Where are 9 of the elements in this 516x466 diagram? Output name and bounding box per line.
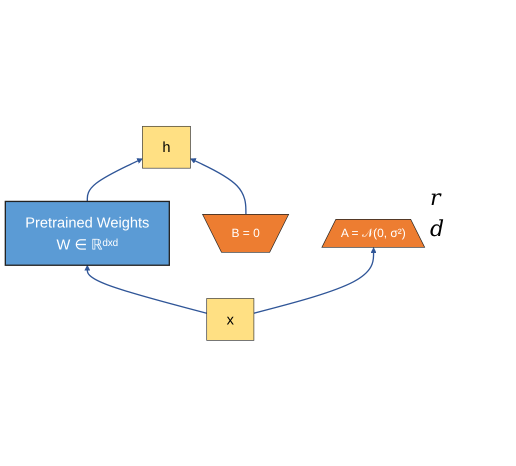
dimension-label: r bbox=[430, 186, 442, 211]
node-box: Pretrained Weights W ∈ ℝᵈˣᵈ bbox=[4, 200, 170, 266]
arrow bbox=[254, 247, 376, 314]
arrow bbox=[86, 158, 143, 202]
arrow bbox=[190, 158, 247, 214]
dimension-label: d bbox=[430, 217, 446, 242]
arrow bbox=[84, 264, 207, 314]
node-box: h bbox=[142, 126, 191, 168]
node-box: x bbox=[206, 298, 254, 340]
